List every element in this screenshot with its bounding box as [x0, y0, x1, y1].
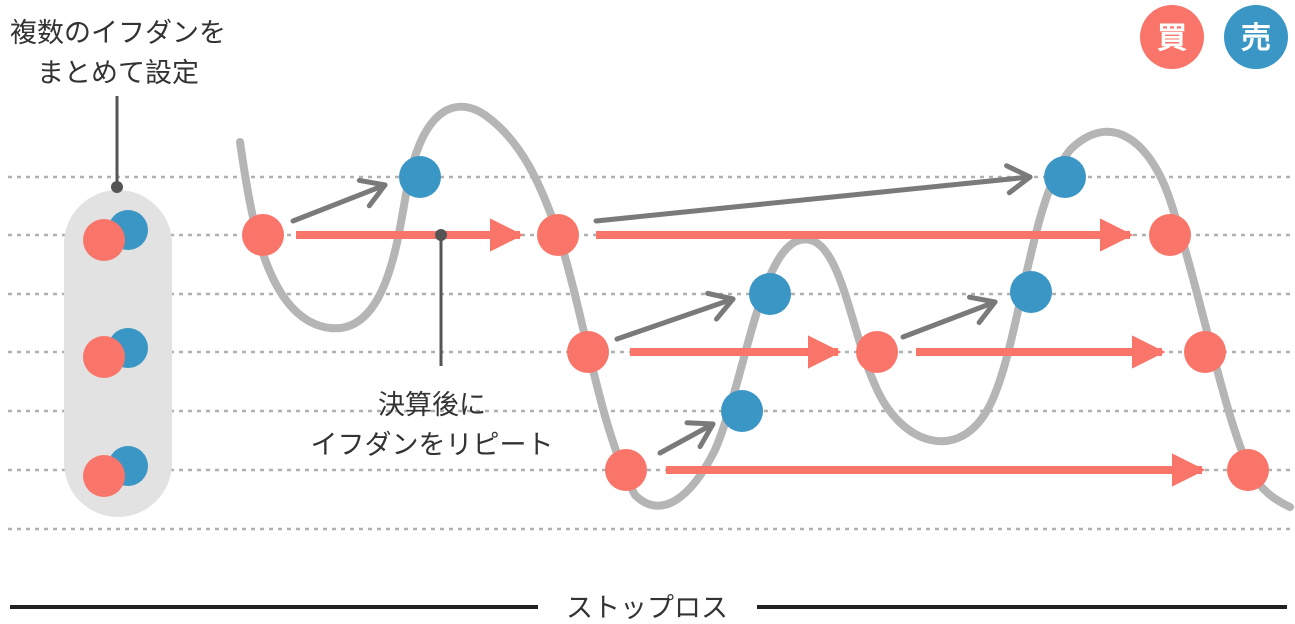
buy-to-sell-arrows [296, 218, 1206, 487]
buy-order-1 [242, 214, 284, 256]
legend-buy-badge [1140, 5, 1204, 69]
transition-arrow-shaft [900, 299, 998, 340]
sell-order-4 [1010, 271, 1052, 313]
buy-order-7 [605, 449, 647, 491]
transition-arrow-5 [657, 420, 716, 456]
transition-arrows [290, 163, 1033, 456]
buy-order-3 [1149, 214, 1191, 256]
legend-buy-label: 買 [1157, 21, 1187, 56]
sell-order-5 [721, 390, 763, 432]
buy-order-5 [856, 331, 898, 373]
transition-arrow-head [684, 420, 716, 450]
transition-arrow-3 [614, 290, 736, 342]
transition-arrow-head [966, 294, 998, 326]
transition-arrow-2 [593, 163, 1033, 224]
stop-loss: ストップロス [10, 593, 1287, 624]
buy-orders [242, 214, 1269, 491]
transition-arrow-head [356, 177, 388, 209]
transition-arrow-4 [900, 294, 998, 340]
transition-arrow-shaft [657, 421, 716, 456]
sell-order-2 [1044, 156, 1086, 198]
buy-order-4 [567, 331, 609, 373]
transition-arrow-1 [290, 177, 388, 224]
group-label-line2: まとめて設定 [37, 58, 199, 89]
repeat-label-line2: イフダンをリピート [311, 430, 554, 461]
group-buy-order-2 [83, 336, 125, 378]
group-pointer-dot [111, 181, 123, 193]
transition-arrow-shaft [593, 174, 1033, 224]
sell-order-3 [749, 273, 791, 315]
group-label-line1: 複数のイフダンを [10, 18, 226, 49]
transition-arrow-head [705, 290, 736, 322]
group-buy-order-1 [83, 219, 125, 261]
group-buy-order-3 [83, 455, 125, 497]
legend: 買 売 [1140, 5, 1288, 69]
sell-orders [399, 156, 1086, 432]
buy-order-8 [1227, 449, 1269, 491]
legend-sell-badge [1224, 5, 1288, 69]
buy-order-2 [537, 214, 579, 256]
stop-loss-label: ストップロス [566, 593, 728, 624]
sell-order-1 [399, 156, 441, 198]
grouped-orders [64, 96, 172, 517]
transition-arrow-head [1004, 163, 1033, 196]
transition-arrow-shaft [614, 296, 736, 342]
legend-sell-label: 売 [1241, 21, 1271, 56]
transition-arrow-shaft [290, 182, 388, 224]
buy-order-6 [1184, 331, 1226, 373]
repeat-label-line1: 決算後に [378, 390, 486, 421]
repeat-pointer-dot [435, 229, 447, 241]
